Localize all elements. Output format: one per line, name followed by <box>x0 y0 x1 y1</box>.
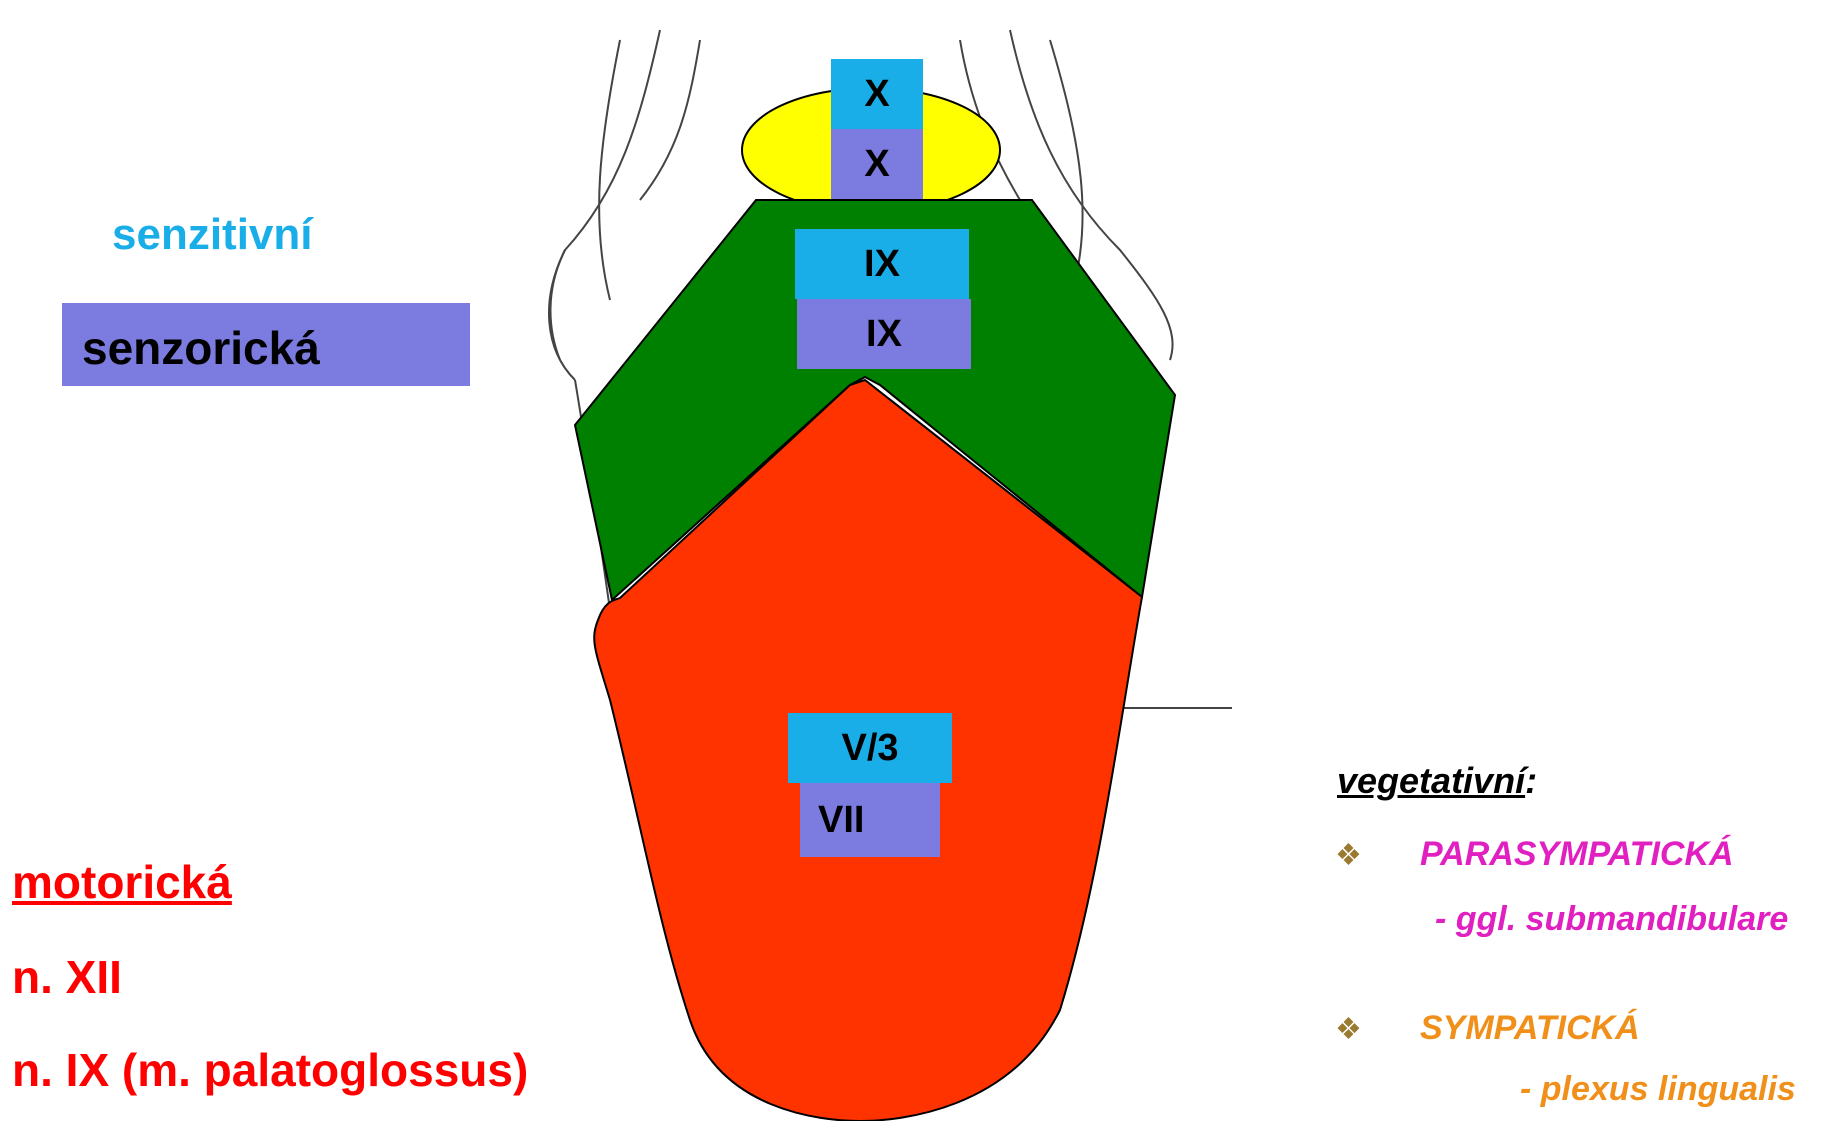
sympathetic-label: SYMPATICKÁ <box>1420 1009 1640 1048</box>
vegetative-title: vegetativní: <box>1337 760 1537 802</box>
legend-sensory: senzorická <box>82 321 320 375</box>
posterior-sensory-label: IX <box>797 299 971 369</box>
anterior-sensory-label: VII <box>800 783 940 857</box>
motor-item-ix: n. IX (m. palatoglossus) <box>12 1043 528 1097</box>
sympathetic-detail: - plexus lingualis <box>1520 1070 1796 1109</box>
diamond-bullet-icon: ❖ <box>1335 838 1362 873</box>
root-sensory-label: X <box>831 129 923 199</box>
legend-sensory-swatch: senzorická <box>62 303 470 386</box>
legend-sensitive: senzitivní <box>112 210 313 260</box>
posterior-sensitive-label: IX <box>795 229 969 299</box>
motor-item-xii: n. XII <box>12 950 122 1004</box>
parasympathetic-label: PARASYMPATICKÁ <box>1420 835 1734 874</box>
motor-title: motorická <box>12 855 232 909</box>
diamond-bullet-icon: ❖ <box>1335 1012 1362 1047</box>
root-sensitive-label: X <box>831 59 923 129</box>
anterior-sensitive-label: V/3 <box>788 713 952 783</box>
parasympathetic-detail: - ggl. submandibulare <box>1435 900 1788 939</box>
